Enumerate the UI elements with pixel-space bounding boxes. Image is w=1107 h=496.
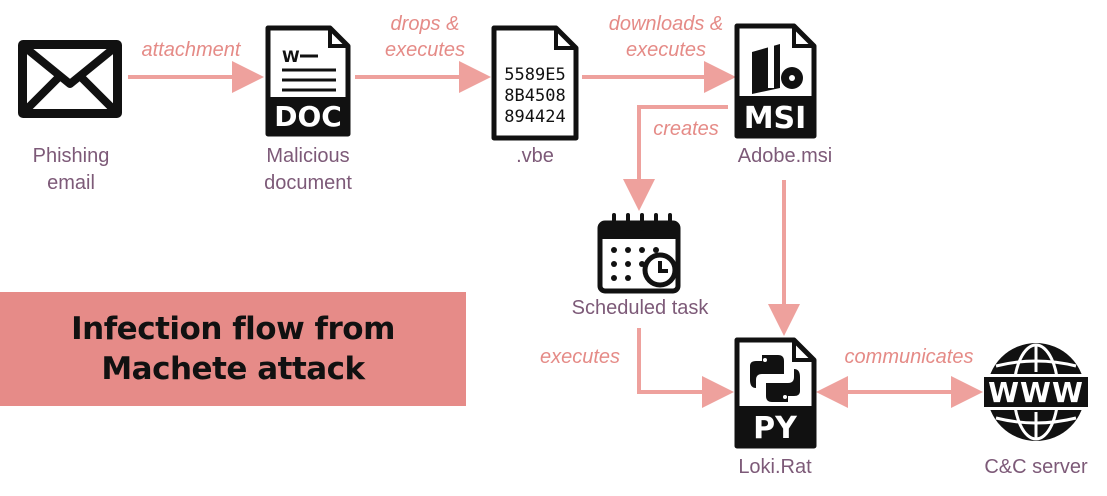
node-doc-line1: Malicious	[266, 145, 350, 167]
hex-line-2: 8B4508	[504, 86, 565, 106]
doc-icon-mark: W	[282, 47, 300, 66]
title-line-1: Infection flow from	[71, 311, 395, 347]
msi-file-icon: MSI	[734, 23, 817, 139]
edge-downloads-label: downloads & executes	[592, 11, 740, 63]
py-icon-text: PY	[753, 411, 798, 446]
hex-line-3: 894424	[504, 107, 565, 127]
edge-executes-label: executes	[539, 346, 621, 368]
node-msi-label: Adobe.msi	[737, 145, 833, 167]
doc-icon-text: DOC	[274, 100, 342, 133]
node-phishing-line1: Phishing	[32, 145, 110, 167]
edge-attachment-label: attachment	[141, 39, 241, 61]
node-task-label: Scheduled task	[571, 297, 709, 319]
edge-communicates-label: communicates	[844, 346, 974, 368]
arrow-creates	[623, 105, 728, 211]
calendar-clock-icon	[597, 213, 681, 294]
www-icon-text: WWW	[988, 376, 1084, 409]
node-phishing-label: Phishing email	[10, 143, 132, 197]
edge-drops-line1: drops &	[390, 13, 460, 35]
title-line-2: Machete attack	[101, 351, 365, 387]
node-doc-label: Malicious document	[238, 143, 378, 197]
node-doc-line2: document	[264, 172, 352, 194]
envelope-icon	[18, 40, 122, 118]
node-loki-label: Loki.Rat	[738, 456, 812, 478]
node-phishing-line2: email	[47, 172, 95, 194]
node-vbe-label: .vbe	[516, 145, 554, 167]
node-cnc-label: C&C server	[984, 456, 1088, 478]
msi-icon-text: MSI	[744, 101, 807, 136]
hex-line-1: 5589E5	[504, 65, 565, 85]
edge-downloads-line2: executes	[625, 39, 707, 61]
hex-file-icon: 5589E5 8B4508 894424	[491, 25, 579, 141]
edge-drops-label: drops & executes	[365, 11, 485, 63]
title-banner: Infection flow from Machete attack	[0, 292, 466, 406]
edge-downloads-line1: downloads &	[608, 13, 724, 35]
doc-file-icon: W DOC	[265, 25, 351, 137]
python-file-icon: PY	[734, 337, 817, 449]
arrow-executes	[637, 328, 734, 408]
edge-drops-line2: executes	[384, 39, 466, 61]
www-globe-icon: WWW	[984, 343, 1088, 441]
edge-creates-label: creates	[653, 118, 719, 140]
